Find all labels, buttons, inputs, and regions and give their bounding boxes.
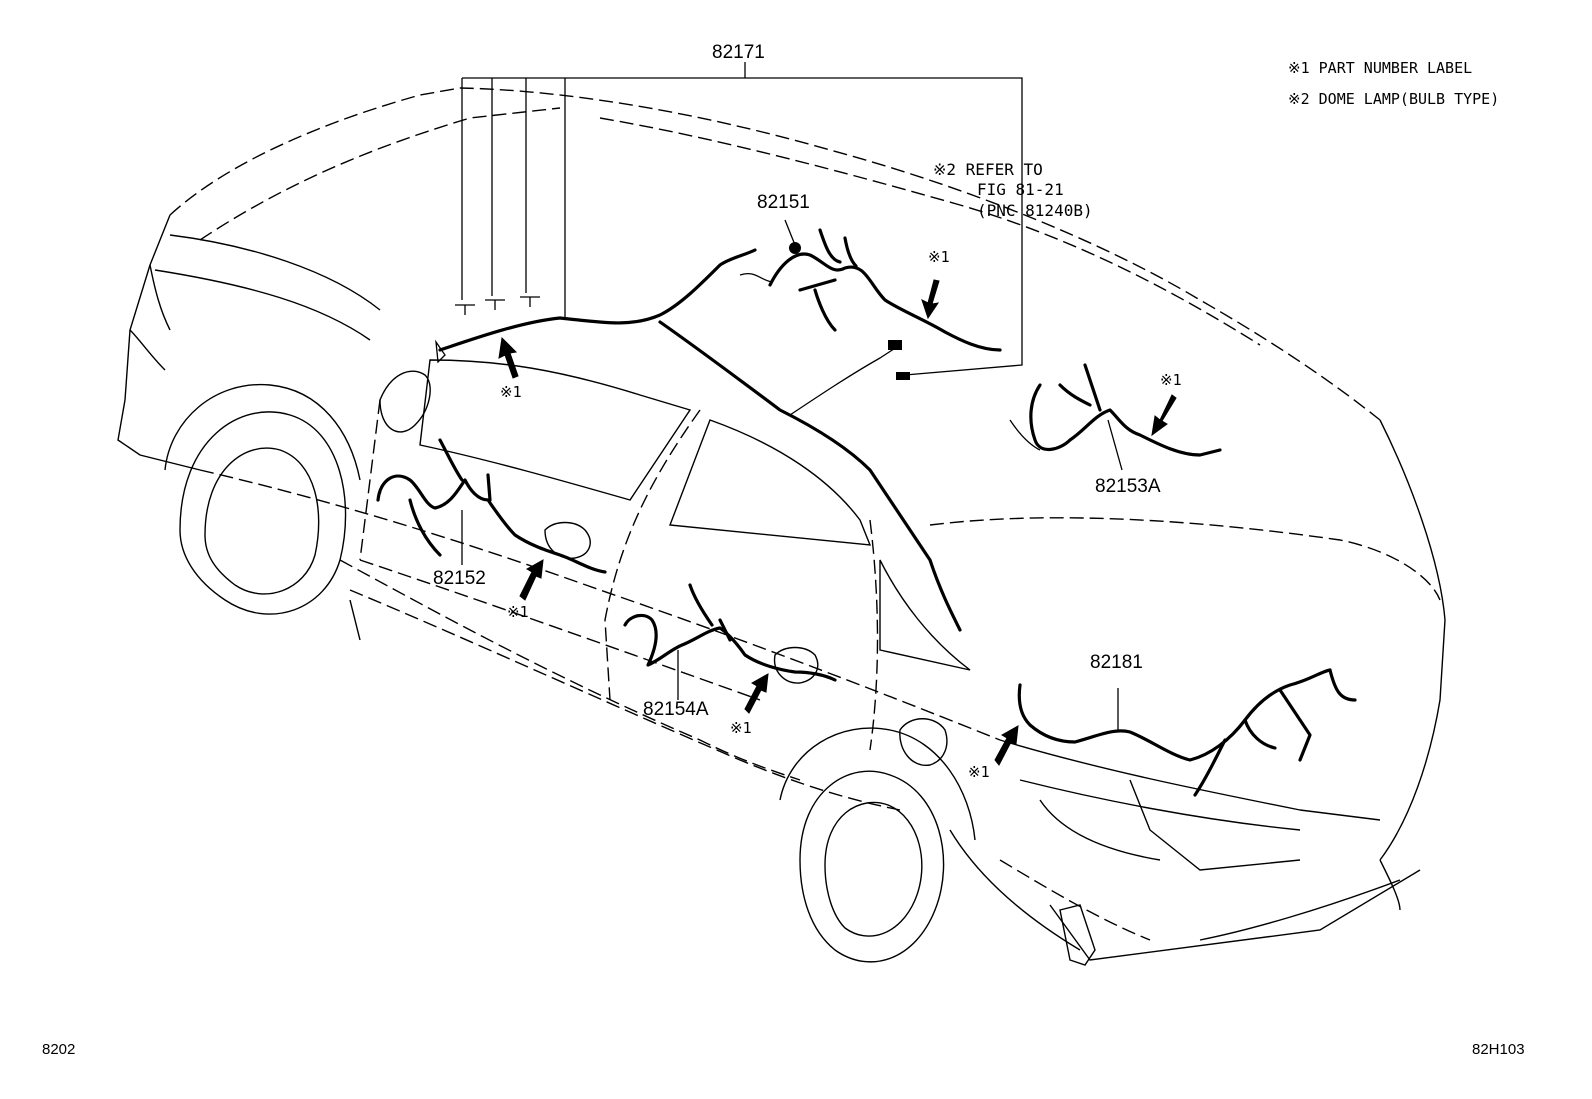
mark-label: ※1 (928, 248, 950, 266)
arrow-icon (921, 279, 940, 320)
arrow-icon (498, 336, 519, 379)
harness-82152 (376, 438, 607, 574)
part-label-82151: 82151 (757, 192, 810, 213)
arrow-icon (744, 673, 769, 714)
mark-label: ※1 (507, 603, 529, 621)
roof-harness-82171 (435, 248, 962, 632)
side-mirror (379, 370, 431, 433)
part-label-82154A: 82154A (643, 699, 709, 720)
mark-label: ※1 (1160, 371, 1182, 389)
harness-82153A (1009, 363, 1222, 471)
part-label-82171: 82171 (712, 42, 765, 63)
mark-label: ※1 (500, 383, 522, 401)
refer-note-line3: (PNC 81240B) (977, 201, 1093, 220)
mark-label: ※1 (730, 719, 752, 737)
part-label-82153A: 82153A (1095, 476, 1161, 497)
legend-note-2: ※2 DOME LAMP(BULB TYPE) (1288, 90, 1499, 108)
arrow-icon (1151, 394, 1177, 437)
page-code-left: 8202 (42, 1041, 75, 1058)
harness-82151 (739, 219, 1002, 352)
arrow-icon (519, 559, 544, 601)
part-number-label-arrows (498, 279, 1177, 766)
car-body-outline (117, 87, 1446, 966)
refer-note-line2: FIG 81-21 (977, 180, 1064, 199)
page-code-right: 82H103 (1472, 1041, 1525, 1058)
rear-wheel (799, 770, 945, 963)
front-wheel (179, 411, 347, 615)
arrow-icon (994, 725, 1019, 766)
harness-82154A (623, 583, 837, 700)
part-label-82181: 82181 (1090, 652, 1143, 673)
legend-note-1: ※1 PART NUMBER LABEL (1288, 59, 1472, 77)
harness-82181 (1017, 668, 1357, 797)
label-bracket-82171 (461, 62, 1023, 376)
mark-label: ※1 (968, 763, 990, 781)
part-label-82152: 82152 (433, 568, 486, 589)
refer-note-line1: ※2 REFER TO (933, 160, 1043, 179)
